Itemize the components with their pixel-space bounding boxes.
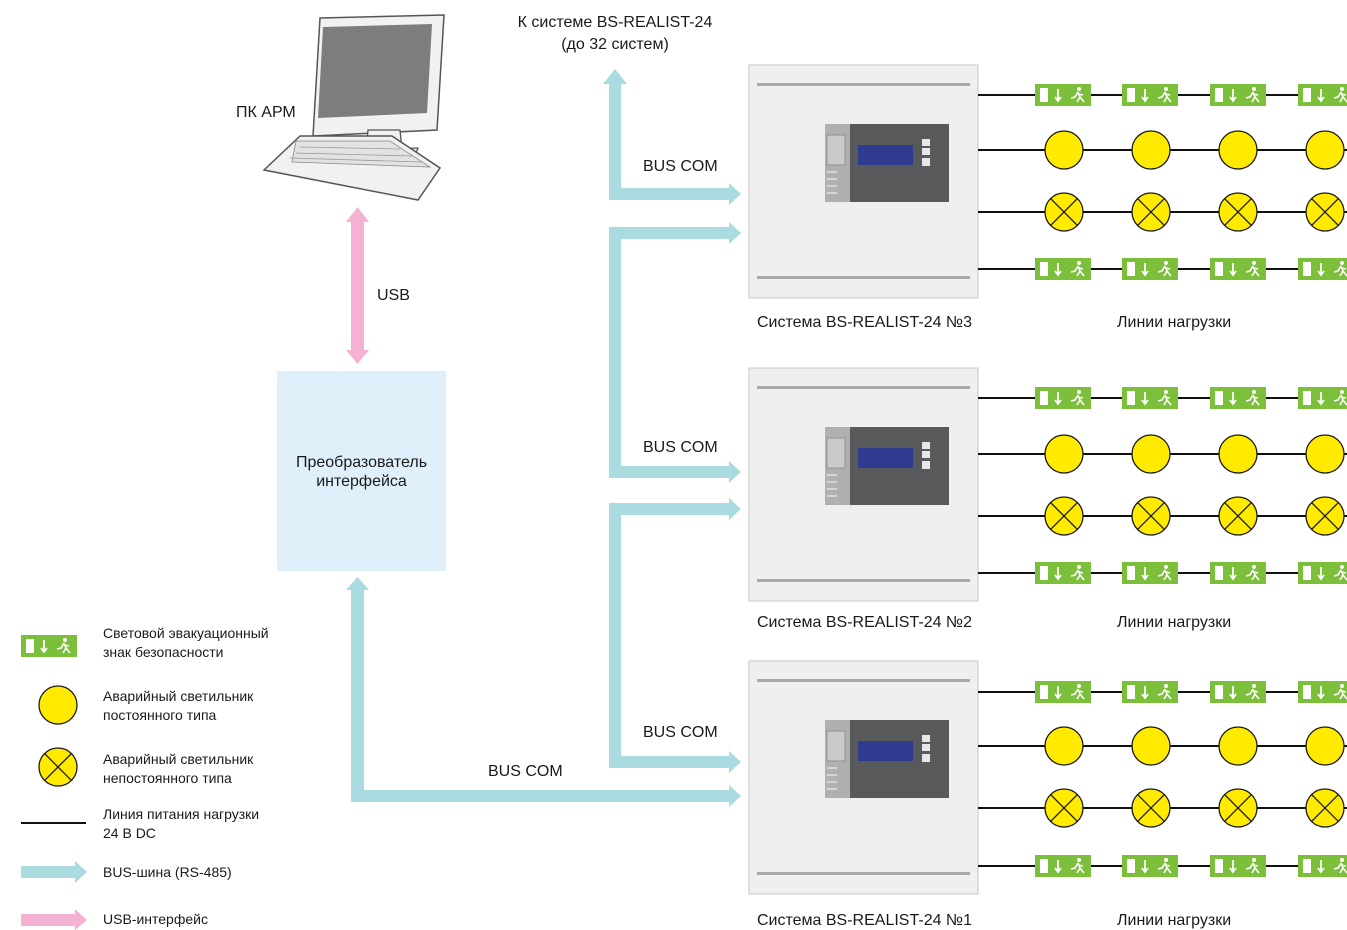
legend-non-maintained-lamp-text: Аварийный светильник непостоянного типа — [103, 750, 253, 788]
non-maintained-lamp-icon — [1044, 192, 1084, 232]
maintained-lamp-icon — [1218, 726, 1258, 766]
exit-sign-icon — [1209, 257, 1267, 281]
converter-label-line2: интерфейса — [316, 473, 407, 490]
legend-usb-text: USB-интерфейс — [103, 911, 208, 927]
non-maintained-lamp-icon — [1044, 788, 1084, 828]
legend-bus-arrow-icon — [21, 861, 87, 883]
maintained-lamp-icon — [1218, 434, 1258, 474]
legend-maintained-lamp-line1: Аварийный светильник — [103, 688, 254, 704]
non-maintained-lamp-icon — [1305, 788, 1345, 828]
maintained-lamp-icon — [1044, 434, 1084, 474]
maintained-lamp-icon — [1218, 130, 1258, 170]
legend-maintained-lamp-text: Аварийный светильник постоянного типа — [103, 687, 253, 725]
maintained-lamp-icon — [1305, 130, 1345, 170]
exit-sign-icon — [1209, 561, 1267, 585]
non-maintained-lamp-icon — [1131, 788, 1171, 828]
maintained-lamp-icon — [1131, 434, 1171, 474]
bus-riser-2-3 — [609, 222, 741, 483]
usb-label: USB — [377, 287, 410, 304]
bus-label-top: BUS COM — [643, 158, 718, 175]
usb-connection-arrow — [346, 207, 369, 364]
bus-main-arrow — [346, 577, 741, 807]
legend-exit-sign-text: Световой эвакуационный знак безопасности — [103, 624, 269, 662]
exit-sign-icon — [1297, 386, 1347, 410]
interface-converter-label: Преобразователь интерфейса — [277, 453, 446, 491]
system-3-loads-label: Линии нагрузки — [1117, 314, 1232, 331]
system-3-load-lines — [978, 83, 1347, 281]
interface-converter-box — [277, 371, 446, 571]
exit-sign-icon — [1121, 83, 1179, 107]
exit-sign-icon — [1297, 83, 1347, 107]
exit-sign-icon — [1121, 386, 1179, 410]
system-2-loads-label: Линии нагрузки — [1117, 614, 1232, 631]
pc-label: ПК АРМ — [236, 104, 296, 121]
legend-maintained-lamp-line2: постоянного типа — [103, 707, 217, 723]
legend-exit-sign-icon — [20, 634, 78, 658]
non-maintained-lamp-icon — [1305, 496, 1345, 536]
legend-maintained-lamp-icon — [38, 685, 78, 725]
non-maintained-lamp-icon — [1044, 496, 1084, 536]
maintained-lamp-icon — [1044, 130, 1084, 170]
legend-power-line-text: Линия питания нагрузки 24 B DC — [103, 805, 259, 843]
exit-sign-icon — [1034, 854, 1092, 878]
legend-exit-sign-line1: Световой эвакуационный — [103, 625, 269, 641]
legend-exit-sign-line2: знак безопасности — [103, 644, 224, 660]
system-2-load-lines — [978, 386, 1347, 585]
exit-sign-icon — [1034, 83, 1092, 107]
maintained-lamp-icon — [1044, 726, 1084, 766]
exit-sign-icon — [1209, 680, 1267, 704]
exit-sign-icon — [1297, 257, 1347, 281]
system-2-cabinet — [748, 367, 979, 602]
top-target-label-line1: К системе BS-REALIST-24 — [517, 14, 713, 31]
system-1-load-lines — [978, 680, 1347, 878]
exit-sign-icon — [1297, 854, 1347, 878]
bus-label-main: BUS COM — [488, 763, 563, 780]
system-3-cabinet — [748, 64, 979, 299]
exit-sign-icon — [1034, 257, 1092, 281]
exit-sign-icon — [1034, 561, 1092, 585]
non-maintained-lamp-icon — [1305, 192, 1345, 232]
exit-sign-icon — [1034, 386, 1092, 410]
pc-workstation-icon — [262, 14, 445, 201]
exit-sign-icon — [1034, 680, 1092, 704]
exit-sign-icon — [1121, 257, 1179, 281]
maintained-lamp-icon — [1305, 726, 1345, 766]
legend-non-maintained-lamp-icon — [38, 747, 78, 787]
exit-sign-icon — [1297, 680, 1347, 704]
non-maintained-lamp-icon — [1131, 192, 1171, 232]
top-target-label-line2: (до 32 систем) — [561, 36, 669, 53]
exit-sign-icon — [1121, 854, 1179, 878]
maintained-lamp-icon — [1131, 130, 1171, 170]
exit-sign-icon — [1209, 386, 1267, 410]
exit-sign-icon — [1121, 680, 1179, 704]
bus-riser-top — [603, 69, 741, 205]
converter-label-line1: Преобразователь — [295, 454, 428, 471]
system-1-label: Система BS-REALIST-24 №1 — [757, 912, 972, 929]
system-1-loads-label: Линии нагрузки — [1117, 912, 1232, 929]
system-2-label: Система BS-REALIST-24 №2 — [757, 614, 972, 631]
bus-riser-1-2 — [609, 498, 741, 773]
legend-usb-arrow-icon — [21, 909, 87, 930]
bus-label-bottom: BUS COM — [643, 724, 718, 741]
maintained-lamp-icon — [1131, 726, 1171, 766]
legend-bus-text: BUS-шина (RS-485) — [103, 864, 232, 880]
legend-non-maintained-lamp-line1: Аварийный светильник — [103, 751, 254, 767]
system-3-label: Система BS-REALIST-24 №3 — [757, 314, 972, 331]
legend-power-line-line1: Линия питания нагрузки — [103, 806, 260, 822]
non-maintained-lamp-icon — [1218, 192, 1258, 232]
exit-sign-icon — [1209, 854, 1267, 878]
exit-sign-icon — [1297, 561, 1347, 585]
non-maintained-lamp-icon — [1218, 496, 1258, 536]
system-1-cabinet — [748, 660, 979, 895]
bus-label-middle: BUS COM — [643, 439, 718, 456]
exit-sign-icon — [1121, 561, 1179, 585]
exit-sign-icon — [1209, 83, 1267, 107]
non-maintained-lamp-icon — [1218, 788, 1258, 828]
legend-power-line-line2: 24 B DC — [103, 825, 156, 841]
maintained-lamp-icon — [1305, 434, 1345, 474]
non-maintained-lamp-icon — [1131, 496, 1171, 536]
legend-non-maintained-lamp-line2: непостоянного типа — [103, 770, 232, 786]
